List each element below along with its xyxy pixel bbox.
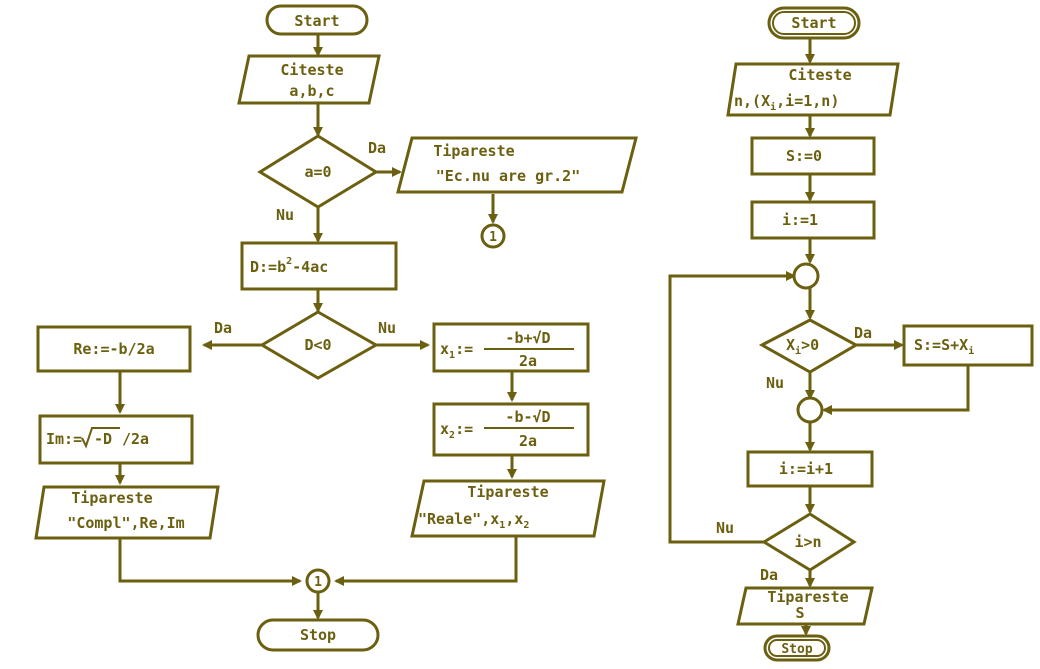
im-assign-process <box>38 414 194 465</box>
decision-a-no-label: Nu <box>276 206 294 224</box>
r-decision-x-yes-label: Da <box>854 324 872 342</box>
print-real-io <box>410 479 606 538</box>
r-stop-label: Stop <box>781 642 812 657</box>
compute-d-label: D:=b2-4ac <box>250 256 328 276</box>
print-complex-line1: Tipareste <box>71 489 152 507</box>
print-real-line1: Tipareste <box>467 483 548 501</box>
im-assign-suffix: /2a <box>122 430 149 448</box>
x2-assign-var: x2:= <box>440 420 473 441</box>
edge-complex-join <box>118 538 302 586</box>
print-complex-io <box>34 485 220 540</box>
im-assign-prefix: Im:= <box>46 430 82 448</box>
compute-d-process <box>240 241 398 291</box>
r-stop-terminal <box>763 634 831 662</box>
stop-label: Stop <box>300 626 336 644</box>
r-incr-label: i:=i+1 <box>779 460 833 478</box>
r-sum-label: S:=S+Xi <box>914 336 974 357</box>
r-decision-i-yes-label: Da <box>760 566 778 584</box>
r-print-s-io <box>736 586 874 626</box>
print-complex-line2: "Compl",Re,Im <box>67 514 184 532</box>
r-init-i-label: i:=1 <box>782 211 818 229</box>
r-init-s-process <box>750 136 876 176</box>
r-loop-connector <box>792 262 820 290</box>
print-real-line2: "Reale",x1,x2 <box>418 510 529 531</box>
r-start-terminal <box>767 6 861 40</box>
r-incr-process <box>746 450 874 488</box>
x1-numerator: -b+√D <box>505 329 550 347</box>
r-decision-i-no-label: Nu <box>716 519 734 537</box>
decision-a-yes-label: Da <box>368 139 386 157</box>
decision-a-zero <box>257 134 379 209</box>
r-init-i-process <box>750 200 876 240</box>
connector-error-label: 1 <box>489 230 497 245</box>
r-print-s-line1: Tipareste <box>767 588 848 606</box>
r-decision-i-gt-n <box>761 512 857 572</box>
r-decision-x-label: Xi>0 <box>786 336 819 357</box>
r-stop-inner-outline <box>768 639 826 657</box>
start-terminal <box>265 4 369 36</box>
print-error-io <box>396 136 638 194</box>
print-error-line2: "Ec.nu are gr.2" <box>436 167 581 185</box>
edge-r-sum-join <box>822 365 970 415</box>
decision-d-yes-label: Da <box>214 319 232 337</box>
r-print-s-line2: S <box>795 604 804 622</box>
radical-sign-icon <box>81 427 120 449</box>
r-read-line2: n,(Xi,i=1,n) <box>734 92 839 113</box>
decision-d-negative <box>259 310 380 380</box>
r-start-label: Start <box>791 14 836 32</box>
read-abc-line1: Citeste <box>280 61 343 79</box>
connector-join-label: 1 <box>314 575 322 590</box>
r-decision-x-no-label: Nu <box>766 374 784 392</box>
decision-d-label: D<0 <box>304 336 331 354</box>
r-sum-process <box>902 324 1034 367</box>
left-flowchart: Start Citeste a,b,c a=0 Da Nu Tipareste … <box>34 4 638 652</box>
x2-numerator: -b-√D <box>505 408 550 426</box>
decision-a-zero-label: a=0 <box>304 163 331 181</box>
x1-denominator: 2a <box>519 352 537 370</box>
x1-assign-var: x1:= <box>440 340 473 361</box>
connector-join <box>305 568 331 594</box>
r-join-connector <box>796 396 824 424</box>
read-abc-io <box>237 54 381 105</box>
r-init-s-label: S:=0 <box>786 147 822 165</box>
read-abc-line2: a,b,c <box>289 82 334 100</box>
right-flowchart: Start Citeste n,(Xi,i=1,n) S:=0 i:=1 Xi>… <box>668 6 1034 662</box>
r-start-inner-outline <box>772 11 856 35</box>
r-decision-i-label: i>n <box>794 533 821 551</box>
x2-assign-process <box>432 402 590 457</box>
x1-assign-process <box>432 322 590 373</box>
re-assign-process <box>36 325 192 373</box>
stop-terminal <box>256 618 380 652</box>
x2-denominator: 2a <box>519 432 537 450</box>
print-error-line1: Tipareste <box>433 142 514 160</box>
edge-r-loop-back <box>668 271 796 544</box>
r-decision-x-positive <box>758 318 860 374</box>
re-assign-label: Re:=-b/2a <box>73 340 154 358</box>
im-assign-radical: -D <box>94 430 112 448</box>
r-read-line1: Citeste <box>788 66 851 84</box>
connector-error <box>480 223 506 249</box>
decision-d-no-label: Nu <box>378 319 396 337</box>
start-label: Start <box>294 12 339 30</box>
r-read-io <box>726 62 900 117</box>
edge-real-join <box>334 536 518 586</box>
